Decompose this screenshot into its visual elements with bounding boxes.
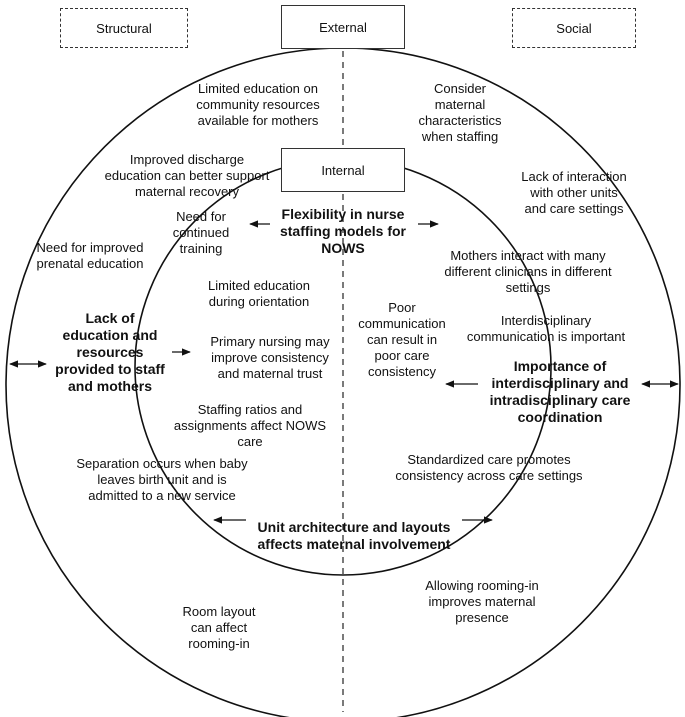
- theme-education: Lack of education and resources provided…: [55, 310, 165, 394]
- note-rooming-in: Allowing rooming-in improves maternal pr…: [425, 578, 539, 625]
- external-label: External: [319, 19, 367, 35]
- social-label: Social: [556, 20, 592, 36]
- note-room-layout: Room layout can affect rooming-in: [182, 604, 256, 651]
- note-lack-interaction: Lack of interaction with other units and…: [521, 169, 627, 216]
- structural-label: Structural: [96, 20, 152, 36]
- note-limited-community: Limited education on community resources…: [196, 81, 320, 128]
- note-consider-maternal: Consider maternal characteristics when s…: [418, 81, 502, 144]
- theme-coordination: Importance of interdisciplinary and intr…: [489, 358, 631, 425]
- note-improved-discharge: Improved discharge education can better …: [104, 152, 270, 199]
- note-separation: Separation occurs when baby leaves birth…: [76, 456, 248, 503]
- social-box: Social: [512, 8, 636, 48]
- internal-label: Internal: [321, 162, 365, 178]
- note-standardized: Standardized care promotes consistency a…: [395, 452, 583, 483]
- note-prenatal: Need for improved prenatal education: [36, 240, 144, 271]
- note-primary-nursing: Primary nursing may improve consistency …: [210, 334, 330, 381]
- note-need-training: Need for continued training: [172, 209, 230, 256]
- theme-architecture: Unit architecture and layouts affects ma…: [257, 519, 451, 552]
- external-box: External: [281, 5, 405, 49]
- theme-flexibility: Flexibility in nurse staffing models for…: [279, 206, 406, 256]
- note-poor-communication: Poor communication can result in poor ca…: [358, 300, 446, 379]
- internal-box: Internal: [281, 148, 405, 192]
- note-mothers-interact: Mothers interact with many different cli…: [444, 248, 612, 295]
- note-limited-orientation: Limited education during orientation: [208, 278, 310, 309]
- structural-box: Structural: [60, 8, 188, 48]
- note-staffing-ratios: Staffing ratios and assignments affect N…: [173, 402, 327, 449]
- note-interdisciplinary: Interdisciplinary communication is impor…: [466, 313, 626, 344]
